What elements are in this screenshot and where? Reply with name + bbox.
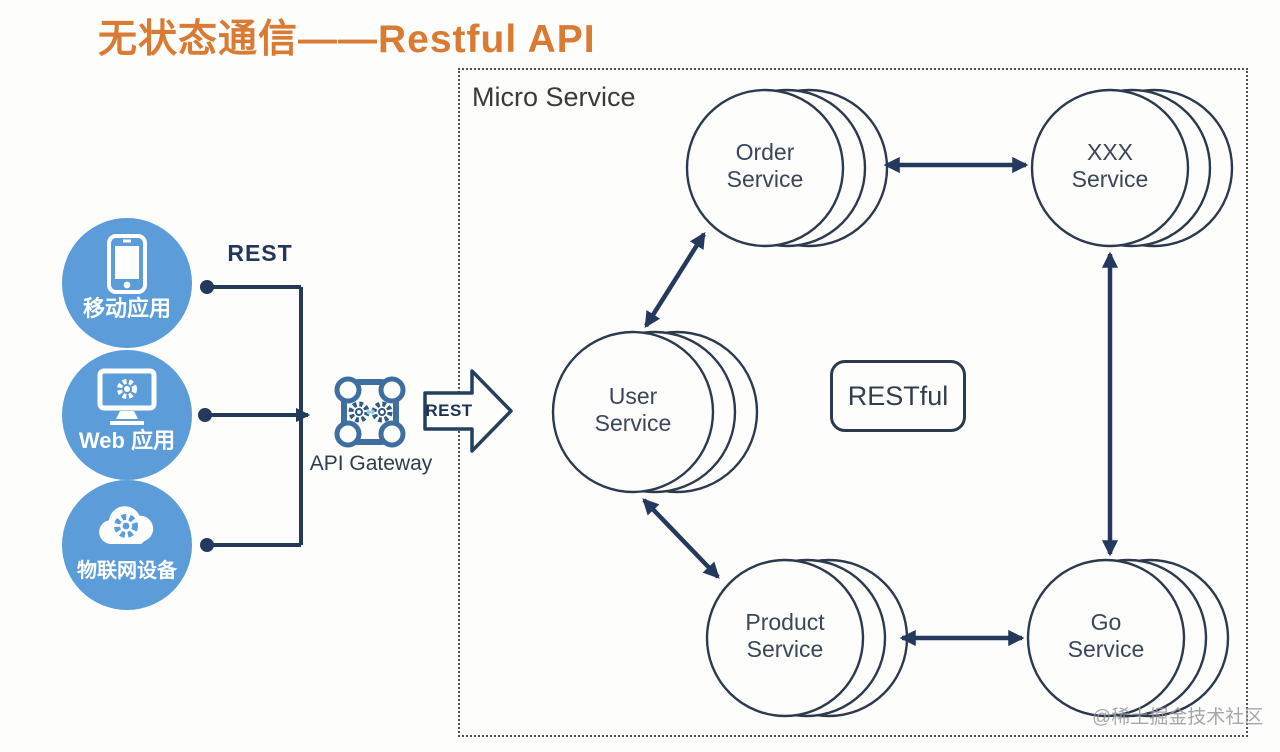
micro-service-title: Micro Service [472, 82, 636, 112]
order-service-label: Order Service [726, 139, 804, 192]
service-node-go [1026, 558, 1230, 718]
service-node-user [551, 330, 759, 494]
rest-protocol-label: REST [227, 240, 293, 266]
service-nodes [551, 88, 1234, 718]
client-web-app: Web 应用 [62, 350, 192, 480]
page-title: 无状态通信——Restful API [98, 18, 596, 61]
service-node-order [685, 88, 889, 248]
service-arrows [642, 156, 1119, 647]
api-gateway-label: API Gateway [309, 452, 433, 475]
rest-block-arrow [423, 369, 513, 453]
connector-dots [198, 280, 214, 552]
arrow-user-order [644, 231, 706, 329]
restful-badge: RESTful [830, 360, 966, 432]
cloud-gear-icon [93, 493, 161, 559]
api-gateway-icon [334, 376, 406, 448]
service-node-product [705, 558, 909, 718]
rest-arrow-label: REST [425, 401, 473, 420]
client-label: Web 应用 [78, 428, 176, 453]
monitor-gear-icon [94, 363, 160, 429]
service-node-xxx [1030, 88, 1234, 248]
user-service-label: User Service [594, 383, 672, 436]
client-connectors [205, 285, 311, 547]
client-mobile-app: 移动应用 [62, 218, 192, 348]
arrow-user-product [642, 498, 720, 579]
go-service-label: Go Service [1067, 609, 1145, 662]
watermark: @稀土掘金技术社区 [1092, 707, 1264, 728]
xxx-service-label: XXX Service [1071, 139, 1149, 192]
client-iot-devices: 物联网设备 [62, 480, 192, 610]
client-label: 移动应用 [82, 296, 171, 321]
client-label: 物联网设备 [77, 560, 177, 582]
smartphone-icon [102, 231, 152, 297]
product-service-label: Product Service [745, 609, 825, 662]
